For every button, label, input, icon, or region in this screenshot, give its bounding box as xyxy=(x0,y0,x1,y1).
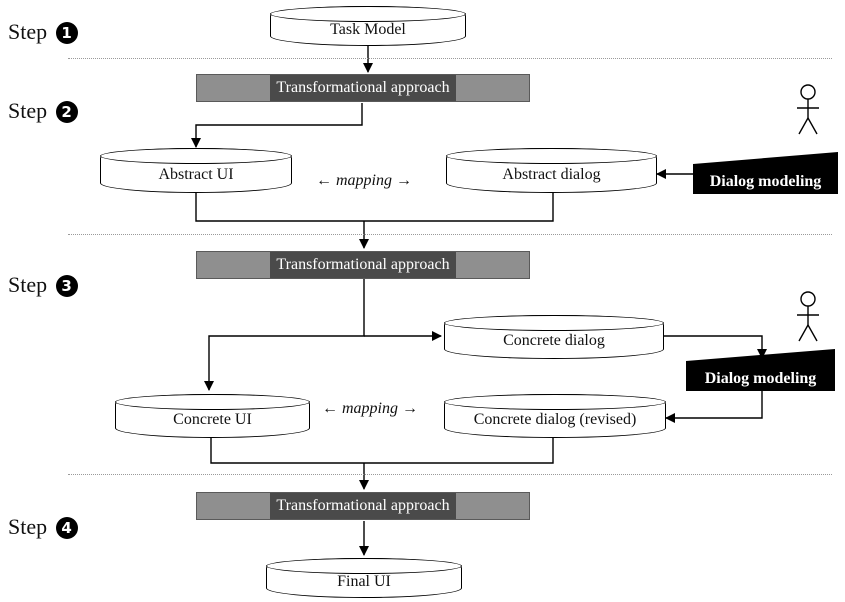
step-1-label: Step 1 xyxy=(8,19,78,45)
transformational-approach-bar: Transformational approach xyxy=(196,251,530,279)
transformational-approach-label: Transformational approach xyxy=(270,75,456,101)
step-3-label: Step 3 xyxy=(8,272,78,298)
concrete-dialog-revised-node: Concrete dialog (revised) xyxy=(444,394,666,438)
step-4-label: Step 4 xyxy=(8,514,78,540)
step-number-icon: 3 xyxy=(55,275,78,297)
mapping-word: mapping xyxy=(342,400,398,417)
arrow-transform-to-concrete-ui xyxy=(204,279,365,391)
step-number-icon: 1 xyxy=(55,22,78,44)
dialog-modeling-shape xyxy=(686,349,835,391)
node-label: Concrete UI xyxy=(173,411,252,428)
right-arrow-icon: → xyxy=(402,400,418,417)
step-number-icon: 2 xyxy=(55,101,78,123)
transformational-approach-label: Transformational approach xyxy=(270,252,456,278)
step-separator xyxy=(68,58,832,59)
transformational-approach-bar: Transformational approach xyxy=(196,74,530,102)
abstract-ui-node: Abstract UI xyxy=(100,148,292,193)
right-arrow-icon: → xyxy=(396,172,412,189)
node-label: Abstract dialog xyxy=(502,165,601,183)
mapping-label: ← mapping → xyxy=(322,400,418,418)
step-number-icon: 4 xyxy=(55,517,78,539)
line-abstract-join xyxy=(195,192,554,222)
dialog-modeling-badge: Dialog modeling xyxy=(693,152,838,194)
mapping-word: mapping xyxy=(336,172,392,189)
arrow-concrete-dialog-to-dm xyxy=(664,335,767,359)
abstract-dialog-node: Abstract dialog xyxy=(446,148,657,193)
dialog-modeling-badge: Dialog modeling xyxy=(686,349,835,391)
node-label: Task Model xyxy=(330,21,406,38)
dialog-modeling-shape xyxy=(693,152,838,194)
task-model-node: Task Model xyxy=(270,6,466,46)
node-label: Concrete dialog (revised) xyxy=(473,411,637,428)
actor-icon xyxy=(797,84,819,135)
actor-icon xyxy=(797,291,819,342)
concrete-dialog-node: Concrete dialog xyxy=(444,315,664,359)
transformational-approach-label: Transformational approach xyxy=(270,493,456,519)
arrow-dm-to-revised xyxy=(665,391,763,423)
final-ui-node: Final UI xyxy=(266,558,462,598)
dialog-modeling-label: Dialog modeling xyxy=(704,370,817,387)
step-word: Step xyxy=(8,514,48,539)
dialog-modeling-label: Dialog modeling xyxy=(709,173,822,190)
concrete-ui-node: Concrete UI xyxy=(115,394,310,438)
step-word: Step xyxy=(8,272,48,297)
step-word: Step xyxy=(8,19,48,44)
node-label: Final UI xyxy=(337,573,391,590)
step-2-label: Step 2 xyxy=(8,98,78,124)
mapping-label: ← mapping → xyxy=(316,172,412,190)
line-concrete-join xyxy=(210,437,554,464)
node-label: Abstract UI xyxy=(158,165,234,183)
node-label: Concrete dialog xyxy=(503,332,605,349)
step-separator xyxy=(68,474,832,475)
transformational-approach-bar: Transformational approach xyxy=(196,492,530,520)
step-word: Step xyxy=(8,98,48,123)
step-separator xyxy=(68,234,832,235)
arrow-transform-to-abstract-ui xyxy=(191,103,363,148)
left-arrow-icon: ← xyxy=(316,172,332,189)
left-arrow-icon: ← xyxy=(322,400,338,417)
